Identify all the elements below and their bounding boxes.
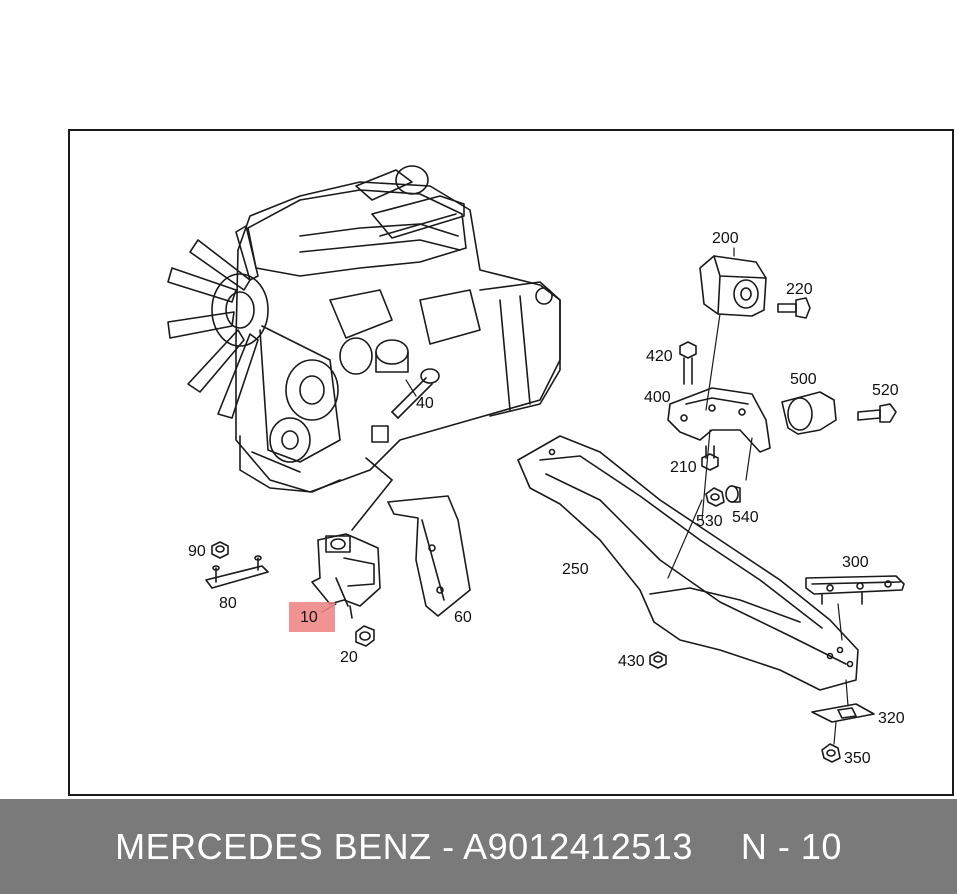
- label-320[interactable]: 320: [878, 710, 905, 727]
- label-200[interactable]: 200: [712, 230, 739, 247]
- label-40[interactable]: 40: [416, 395, 434, 412]
- part-250-crossmember: [517, 435, 859, 691]
- part-90-nut: [211, 541, 229, 559]
- highlight-part-10: [289, 602, 335, 632]
- part-80-plate: [205, 555, 269, 589]
- label-400[interactable]: 400: [644, 389, 671, 406]
- diagram-frame: [68, 129, 954, 796]
- label-20[interactable]: 20: [340, 649, 358, 666]
- leader-lines: [321, 247, 849, 745]
- part-400-bracket: [667, 387, 771, 453]
- position-number-text: N - 10: [740, 825, 842, 867]
- part-number-text: MERCEDES BENZ - A9012412513: [115, 825, 693, 867]
- part-210-bolt: [701, 445, 719, 471]
- part-530-nut: [705, 487, 725, 507]
- part-300-support: [805, 575, 905, 605]
- part-540-spacer: [725, 485, 741, 503]
- engine-illustration: [167, 165, 561, 493]
- label-520[interactable]: 520: [872, 382, 899, 399]
- part-20-nut: [355, 625, 375, 647]
- label-540[interactable]: 540: [732, 509, 759, 526]
- label-430[interactable]: 430: [618, 653, 645, 670]
- label-250[interactable]: 250: [562, 561, 589, 578]
- label-420[interactable]: 420: [646, 348, 673, 365]
- part-60-bracket: [387, 495, 471, 617]
- part-320-plate: [811, 703, 875, 723]
- part-200-rear-mount: [699, 255, 767, 317]
- label-80[interactable]: 80: [219, 595, 237, 612]
- label-220[interactable]: 220: [786, 281, 813, 298]
- part-350-nut: [821, 743, 841, 763]
- label-350[interactable]: 350: [844, 750, 871, 767]
- part-10-engine-mount: [311, 533, 381, 619]
- label-530[interactable]: 530: [696, 513, 723, 530]
- part-430-nut: [649, 651, 667, 669]
- label-10[interactable]: 10: [300, 609, 318, 626]
- label-300[interactable]: 300: [842, 554, 869, 571]
- part-520-bolt: [857, 403, 897, 423]
- label-500[interactable]: 500: [790, 371, 817, 388]
- part-500-damper: [781, 391, 837, 435]
- part-footer: MERCEDES BENZ - A9012412513 N - 10: [0, 799, 957, 894]
- label-60[interactable]: 60: [454, 609, 472, 626]
- parts-diagram: 10 20 40 60 80 90 200 210 220 250 300 32…: [167, 165, 905, 767]
- part-420-bolt: [679, 341, 697, 385]
- label-90[interactable]: 90: [188, 543, 206, 560]
- part-220-bolt: [777, 297, 811, 319]
- label-210[interactable]: 210: [670, 459, 697, 476]
